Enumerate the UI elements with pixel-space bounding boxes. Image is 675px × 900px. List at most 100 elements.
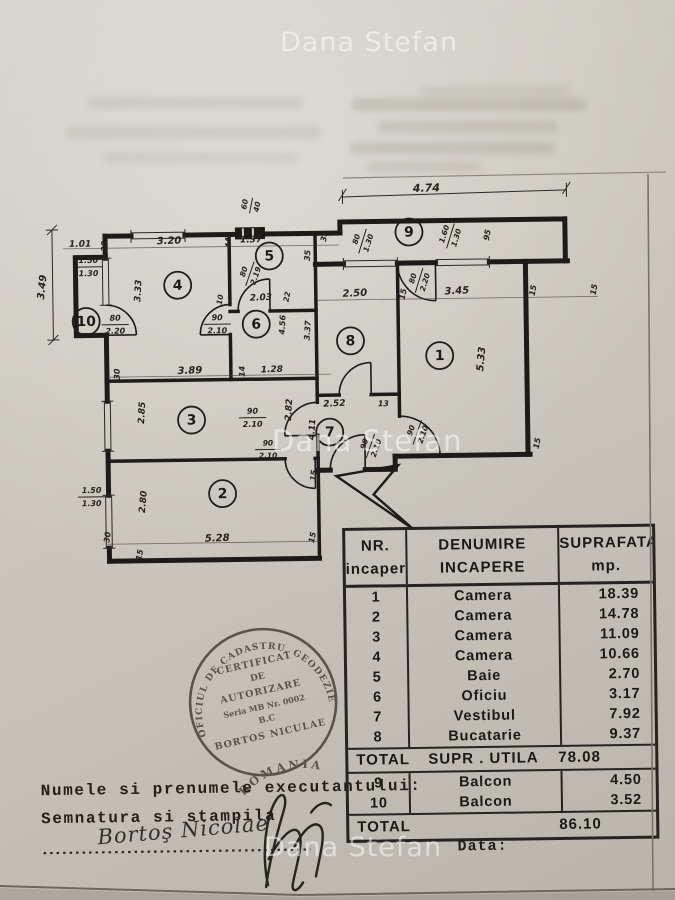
svg-text:80: 80 (110, 314, 122, 323)
dimension-label: 15 (307, 531, 318, 544)
dimension-label: 5.33 (475, 346, 488, 372)
dimension-label: 30 (113, 368, 122, 380)
svg-text:2.52: 2.52 (323, 399, 346, 410)
svg-text:95: 95 (482, 228, 493, 241)
svg-text:2.10: 2.10 (243, 420, 263, 429)
entrance-arrow (333, 463, 414, 530)
svg-text:90: 90 (247, 407, 259, 416)
dimension-label: 2.85 (137, 401, 148, 424)
header-col2-bottom: INCAPERE (439, 558, 526, 577)
svg-text:1.37: 1.37 (240, 235, 263, 245)
dimension-label: 2.52 (323, 399, 346, 410)
svg-text:1.30: 1.30 (449, 228, 463, 248)
exterior-walls (72, 216, 570, 564)
header-col1-bottom: incapere (345, 559, 406, 578)
doors (105, 262, 441, 490)
svg-text:9: 9 (404, 224, 414, 240)
svg-text:44: 44 (224, 236, 233, 249)
dimension-label: 1.501.30 (74, 256, 102, 278)
dimension-label: 1.01 (69, 240, 91, 250)
room-number: 7 (315, 417, 345, 447)
svg-text:2.10: 2.10 (259, 451, 278, 460)
svg-text:1.30: 1.30 (82, 499, 102, 508)
svg-text:90: 90 (358, 438, 370, 451)
svg-text:35: 35 (303, 249, 313, 261)
svg-text:2.19: 2.19 (248, 266, 263, 286)
svg-text:14: 14 (238, 365, 247, 377)
svg-text:5.28: 5.28 (205, 533, 230, 545)
dimension-label: 2.80 (138, 490, 150, 513)
grand-total-area: 86.10 (559, 815, 602, 833)
grand-total-label: TOTAL (357, 818, 411, 836)
dotted-signature-line (43, 848, 311, 855)
svg-text:15: 15 (589, 283, 600, 296)
dimension-label: 15 (398, 287, 409, 300)
room-number: 3 (177, 405, 206, 435)
svg-text:80: 80 (407, 272, 419, 285)
stamp-line-bc: B.C (258, 713, 277, 727)
dimension-label: 802.20 (101, 314, 129, 336)
svg-text:2.82: 2.82 (284, 398, 295, 421)
windows (99, 229, 490, 549)
dimension-label: 902.10 (203, 313, 231, 335)
room-number: 4 (163, 270, 193, 300)
svg-text:3: 3 (187, 413, 197, 429)
svg-text:5: 5 (264, 248, 274, 264)
dimension-label: 15 (308, 469, 318, 482)
svg-text:60: 60 (239, 198, 250, 210)
header-col1-top: NR. (360, 537, 390, 555)
dimension-label: 15 (134, 548, 145, 561)
bleed-through-smudge (366, 162, 481, 172)
dimension-label: 3.45 (444, 285, 469, 297)
svg-text:2.10: 2.10 (416, 424, 431, 444)
dimension-label: 15 (532, 437, 543, 450)
svg-text:8: 8 (345, 333, 355, 349)
bleed-through-smudge (420, 86, 570, 96)
svg-text:80: 80 (238, 265, 250, 278)
dimension-label: 15 (528, 284, 539, 297)
room-number: 6 (241, 309, 271, 339)
svg-text:4.11: 4.11 (307, 419, 318, 442)
bleed-through-smudge (378, 121, 558, 133)
svg-text:2.10: 2.10 (207, 326, 227, 335)
dimension-label: 33 (319, 230, 330, 243)
svg-text:40: 40 (252, 201, 263, 213)
svg-text:1.01: 1.01 (69, 240, 91, 250)
dimension-label: 3.33 (133, 280, 144, 303)
svg-text:90: 90 (405, 424, 417, 437)
header-col3-top: SUPRAFATA (559, 533, 653, 552)
dimension-label: 1.601.30 (437, 223, 463, 249)
dimension-label: 4.56 (277, 314, 287, 336)
svg-text:5.33: 5.33 (475, 346, 488, 372)
svg-text:15: 15 (307, 531, 318, 544)
dimension-label: 1.501.30 (78, 486, 106, 508)
svg-text:10: 10 (76, 314, 96, 330)
dimension-label: 2.82 (284, 398, 295, 421)
dimension-label: 2.03 (250, 293, 273, 304)
svg-text:6: 6 (251, 317, 261, 333)
dimension-label: 3.89 (177, 365, 202, 377)
svg-text:30: 30 (102, 531, 112, 544)
dimension-label: 10 (215, 294, 226, 306)
svg-text:1.50: 1.50 (78, 256, 98, 265)
authorization-stamp: OFICIUL DE CADASTRU, GEODEZIE SI CARTOGR… (162, 598, 338, 800)
svg-text:3.45: 3.45 (444, 285, 469, 297)
svg-text:2: 2 (218, 486, 228, 502)
svg-text:2.80: 2.80 (138, 490, 150, 513)
stamp-circle (188, 627, 338, 777)
dimension-label: 1.28 (261, 365, 284, 376)
svg-text:15: 15 (532, 437, 543, 450)
svg-text:4.74: 4.74 (412, 181, 441, 195)
svg-text:33: 33 (319, 230, 330, 243)
dimension-label: 1.37 (240, 235, 263, 245)
dimension-label: 5.28 (205, 533, 230, 545)
dimension-label: 30 (100, 240, 109, 252)
